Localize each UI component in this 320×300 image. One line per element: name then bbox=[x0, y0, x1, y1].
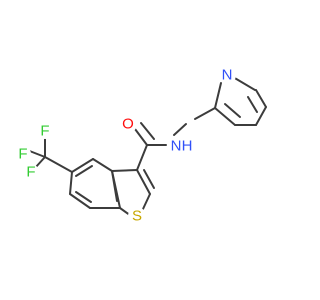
fluorine-label: F bbox=[40, 123, 49, 140]
bond bbox=[92, 158, 113, 172]
bond bbox=[136, 144, 148, 171]
bond-layer bbox=[26, 76, 267, 219]
amide-nitrogen-label: N bbox=[171, 138, 182, 155]
pyridine-nitrogen-label: N bbox=[222, 67, 233, 84]
bond bbox=[71, 158, 94, 173]
bond bbox=[224, 103, 241, 118]
bond bbox=[134, 128, 148, 146]
bond bbox=[111, 170, 118, 202]
bond bbox=[194, 107, 216, 120]
bond bbox=[75, 165, 93, 177]
atom-labels: N O N H S F F F bbox=[15, 66, 236, 225]
bond bbox=[247, 96, 258, 113]
fluorine-label: F bbox=[18, 146, 27, 163]
bond bbox=[44, 156, 73, 173]
bond bbox=[136, 169, 151, 195]
bond bbox=[255, 106, 267, 126]
bond bbox=[34, 156, 46, 169]
molecule-structure-diagram: N O N H S F F F bbox=[15, 66, 267, 225]
bond bbox=[142, 193, 151, 210]
sulfur-label: S bbox=[132, 208, 142, 225]
bond bbox=[69, 171, 73, 195]
bond bbox=[214, 107, 236, 126]
bond bbox=[69, 193, 91, 209]
amide-hydrogen-label: H bbox=[182, 138, 193, 155]
bond bbox=[232, 76, 256, 91]
bond bbox=[255, 89, 267, 108]
bond bbox=[75, 191, 92, 203]
fluorine-label: F bbox=[26, 164, 35, 181]
bond bbox=[140, 122, 155, 140]
bond bbox=[173, 123, 187, 136]
bond bbox=[111, 169, 138, 172]
bond bbox=[143, 169, 155, 189]
carbonyl-oxygen-label: O bbox=[122, 116, 134, 133]
bond bbox=[214, 82, 222, 109]
